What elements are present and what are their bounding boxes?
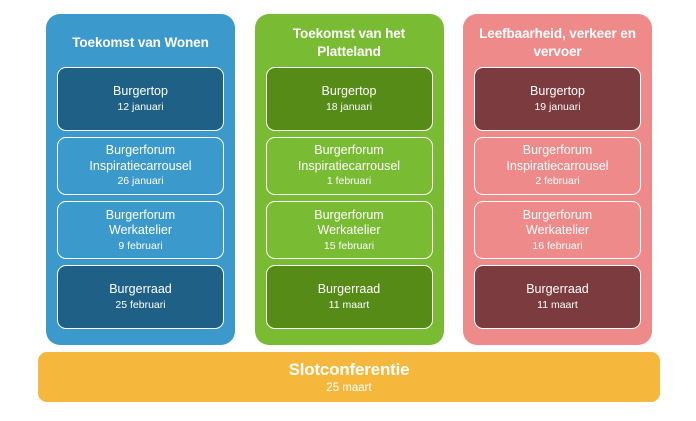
event-name: Burgerraad (109, 282, 172, 297)
event-date: 19 januari (534, 100, 581, 113)
footer-title: Slotconferentie (288, 359, 410, 379)
track-title: Toekomst van Wonen (72, 35, 209, 50)
event-date: 1 februari (326, 175, 372, 188)
event-subtitle: Inspiratiecarrousel (506, 158, 609, 173)
event-card[interactable]: Burgerforum Werkatelier 16 februari (474, 201, 641, 260)
track-column-toekomst-van-het-platteland[interactable]: Toekomst van het Platteland Burgertop 18… (254, 14, 444, 345)
event-name: Burgerraad (317, 282, 381, 297)
footer-date: 25 maart (326, 381, 372, 394)
event-date: 16 februari (532, 239, 583, 252)
track-title: Leefbaarheid, verkeer en vervoer (479, 26, 636, 59)
event-date: 9 februari (118, 239, 163, 252)
track-event-list: Burgertop 18 januari Burgerforum Inspira… (265, 67, 433, 329)
event-card[interactable]: Burgertop 12 januari (57, 67, 224, 131)
event-name: Burgerforum (105, 207, 176, 222)
event-name: Burgerraad (526, 282, 589, 297)
event-name: Burgertop (530, 84, 585, 99)
event-subtitle: Inspiratiecarrousel (89, 158, 192, 173)
event-name: Burgerforum (522, 207, 593, 222)
event-card[interactable]: Burgerforum Inspiratiecarrousel 1 februa… (265, 136, 433, 195)
event-subtitle: Werkatelier (109, 223, 172, 238)
track-column-toekomst-van-wonen[interactable]: Toekomst van Wonen Burgertop 12 januari … (46, 14, 235, 345)
track-event-list: Burgertop 12 januari Burgerforum Inspira… (57, 67, 224, 329)
event-name: Burgertop (321, 84, 377, 99)
event-card[interactable]: Burgerforum Werkatelier 15 februari (265, 201, 433, 260)
event-name: Burgerforum (314, 207, 384, 222)
event-card[interactable]: Burgerraad 11 maart (474, 265, 641, 329)
event-card[interactable]: Burgerraad 11 maart (265, 265, 433, 329)
event-date: 11 maart (537, 298, 578, 311)
event-card[interactable]: Burgertop 18 januari (265, 67, 433, 131)
event-card[interactable]: Burgerforum Werkatelier 9 februari (57, 201, 224, 260)
track-column-leefbaarheid-verkeer-en-vervoer[interactable]: Leefbaarheid, verkeer en vervoer Burgert… (463, 14, 652, 345)
track-title: Toekomst van het Platteland (292, 26, 406, 59)
event-date: 26 januari (117, 175, 164, 188)
event-date: 12 januari (117, 100, 164, 113)
footer-slotconferentie[interactable]: Slotconferentie 25 maart (38, 352, 660, 402)
event-card[interactable]: Burgerforum Inspiratiecarrousel 26 janua… (57, 136, 224, 195)
event-name: Burgerforum (105, 143, 176, 158)
event-date: 25 februari (115, 298, 166, 311)
event-card[interactable]: Burgerraad 25 februari (57, 265, 224, 329)
event-date: 11 maart (328, 298, 370, 311)
event-subtitle: Werkatelier (526, 223, 589, 238)
event-name: Burgerforum (314, 143, 384, 158)
event-name: Burgerforum (522, 143, 593, 158)
event-subtitle: Inspiratiecarrousel (297, 158, 401, 173)
track-columns: Toekomst van Wonen Burgertop 12 januari … (46, 14, 652, 345)
event-date: 18 januari (325, 100, 373, 113)
event-subtitle: Werkatelier (317, 223, 381, 238)
event-date: 2 februari (535, 175, 580, 188)
track-event-list: Burgertop 19 januari Burgerforum Inspira… (474, 67, 641, 329)
event-name: Burgertop (113, 84, 168, 99)
event-card[interactable]: Burgertop 19 januari (474, 67, 641, 131)
event-card[interactable]: Burgerforum Inspiratiecarrousel 2 februa… (474, 136, 641, 195)
event-date: 15 februari (323, 239, 375, 252)
